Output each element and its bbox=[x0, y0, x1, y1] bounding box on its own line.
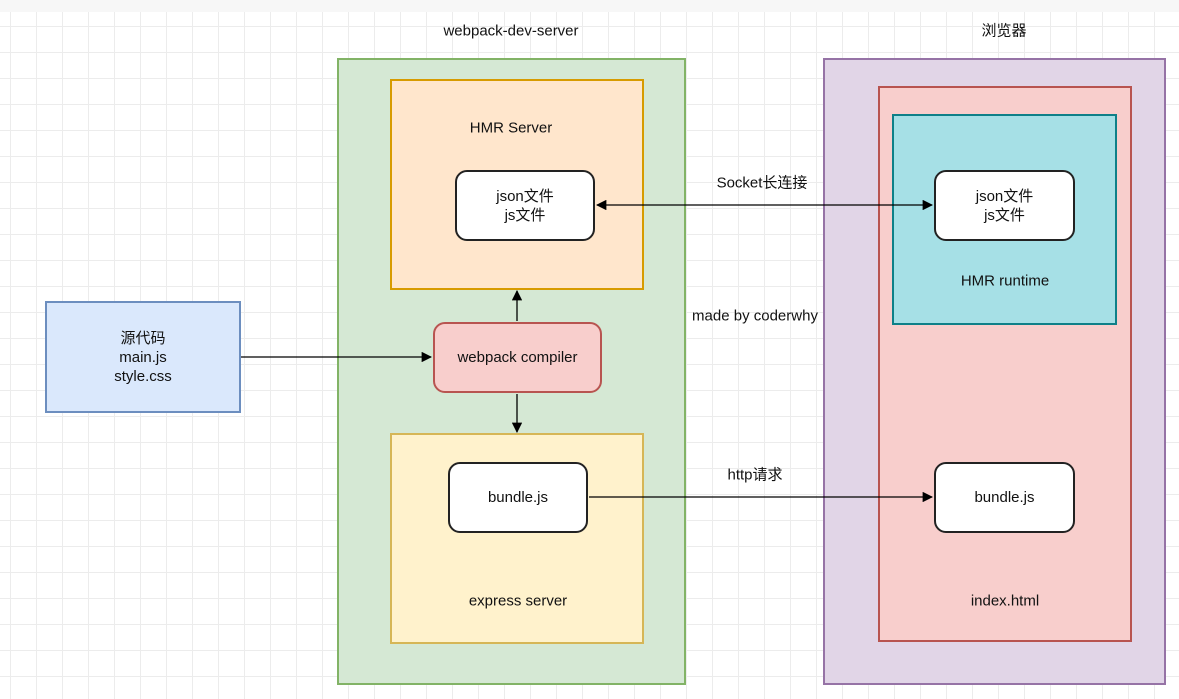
runtime-files-node: json文件 js文件 bbox=[934, 170, 1075, 241]
runtime-files-line-2: js文件 bbox=[984, 206, 1025, 224]
server-bundle-node: bundle.js bbox=[448, 462, 588, 533]
webpack-compiler-label: webpack compiler bbox=[457, 349, 578, 366]
server-files-line-2: js文件 bbox=[504, 206, 546, 224]
server-bundle-label: bundle.js bbox=[487, 489, 549, 506]
http-edge-label: http请求 bbox=[727, 466, 783, 484]
express-server-label: express server bbox=[468, 592, 568, 610]
webpack-compiler-node: webpack compiler bbox=[433, 322, 602, 393]
server-files-node: json文件 js文件 bbox=[455, 170, 595, 241]
source-line-1: 源代码 bbox=[120, 329, 166, 347]
browser-bundle-label: bundle.js bbox=[974, 489, 1035, 506]
source-line-3: style.css bbox=[114, 367, 172, 385]
browser-title: 浏览器 bbox=[981, 22, 1027, 40]
hmr-runtime-label: HMR runtime bbox=[960, 272, 1050, 290]
dev-server-title: webpack-dev-server bbox=[443, 22, 579, 40]
browser-bundle-node: bundle.js bbox=[934, 462, 1075, 533]
top-strip bbox=[0, 0, 1179, 12]
source-code-node: 源代码 main.js style.css bbox=[45, 301, 241, 413]
source-line-2: main.js bbox=[119, 348, 167, 366]
hmr-server-label: HMR Server bbox=[469, 119, 553, 137]
watermark-text: made by coderwhy bbox=[692, 307, 818, 325]
socket-edge-label: Socket长连接 bbox=[716, 174, 808, 192]
server-files-line-1: json文件 bbox=[496, 187, 554, 205]
runtime-files-line-1: json文件 bbox=[975, 187, 1034, 205]
index-html-label: index.html bbox=[970, 592, 1040, 610]
